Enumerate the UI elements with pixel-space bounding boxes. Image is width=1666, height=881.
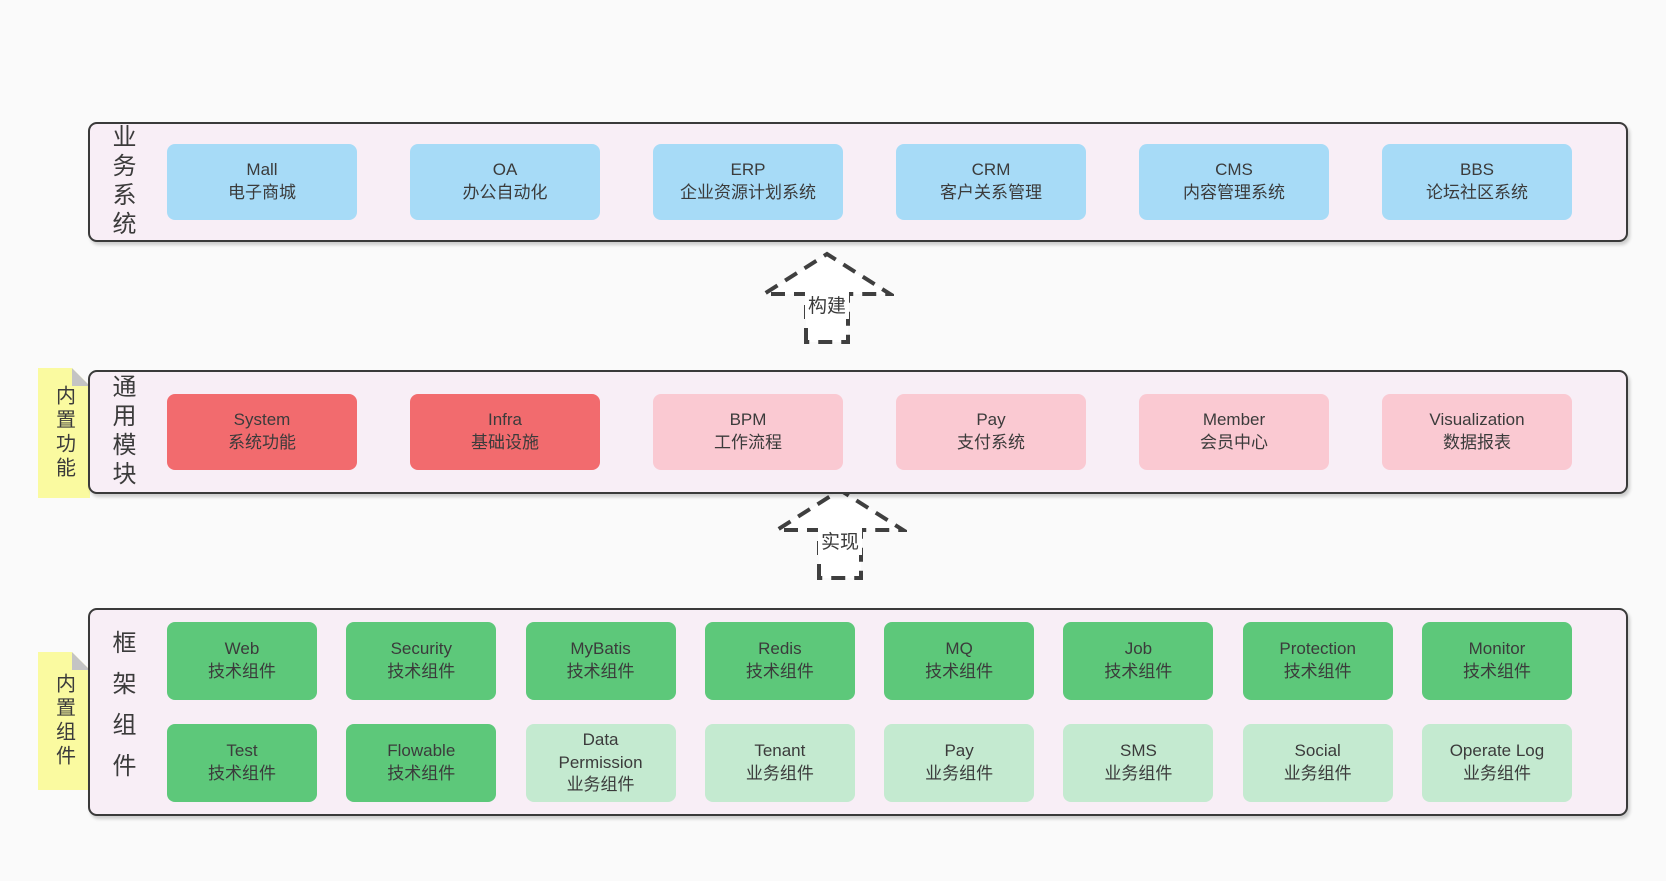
implement-arrow: 实现: [773, 486, 907, 582]
sticky-note-built-in-features: 内置功能: [38, 368, 90, 498]
component-box-system: System 系统功能: [167, 394, 357, 470]
component-box-sms: SMS 业务组件: [1063, 724, 1214, 802]
sticky-note-label: 内置功能: [52, 385, 75, 481]
band-label-common-modules: 通用模块: [108, 374, 135, 490]
component-box-bpm: BPM 工作流程: [653, 394, 843, 470]
band-framework-components: 框架组件 Web 技术组件 Security 技术组件 MyBatis 技术组件…: [88, 608, 1628, 816]
component-box-crm: CRM 客户关系管理: [896, 144, 1086, 220]
component-box-mq: MQ 技术组件: [884, 622, 1035, 700]
component-box-mybatis: MyBatis 技术组件: [525, 622, 676, 700]
box-row: Test 技术组件 Flowable 技术组件 Data Permission …: [167, 724, 1572, 802]
sticky-note-built-in-components: 内置组件: [38, 652, 90, 790]
band-rows: System 系统功能 Infra 基础设施 BPM 工作流程 Pay 支付系统…: [167, 394, 1572, 470]
component-box-erp: ERP 企业资源计划系统: [653, 144, 843, 220]
build-arrow-label: 构建: [804, 290, 850, 319]
box-row: Web 技术组件 Security 技术组件 MyBatis 技术组件 Redi…: [167, 622, 1572, 700]
component-box-social: Social 业务组件: [1242, 724, 1393, 802]
band-rows: Mall 电子商城 OA 办公自动化 ERP 企业资源计划系统 CRM 客户关系…: [167, 144, 1572, 220]
band-label-framework-components: 框架组件: [108, 630, 135, 794]
implement-arrow-label: 实现: [817, 526, 863, 555]
component-box-pay: Pay 支付系统: [896, 394, 1086, 470]
band-rows: Web 技术组件 Security 技术组件 MyBatis 技术组件 Redi…: [167, 622, 1572, 802]
component-box-member: Member 会员中心: [1139, 394, 1329, 470]
component-box-bbs: BBS 论坛社区系统: [1382, 144, 1572, 220]
component-box-mall: Mall 电子商城: [167, 144, 357, 220]
build-arrow: 构建: [760, 250, 894, 346]
box-row: System 系统功能 Infra 基础设施 BPM 工作流程 Pay 支付系统…: [167, 394, 1572, 470]
component-box-protection: Protection 技术组件: [1242, 622, 1393, 700]
component-box-cms: CMS 内容管理系统: [1139, 144, 1329, 220]
component-box-web: Web 技术组件: [167, 622, 317, 700]
component-box-visualization: Visualization 数据报表: [1382, 394, 1572, 470]
component-box-operate-log: Operate Log 业务组件: [1421, 724, 1572, 802]
box-row: Mall 电子商城 OA 办公自动化 ERP 企业资源计划系统 CRM 客户关系…: [167, 144, 1572, 220]
sticky-note-label: 内置组件: [52, 673, 75, 769]
component-box-job: Job 技术组件: [1063, 622, 1214, 700]
component-box-monitor: Monitor 技术组件: [1421, 622, 1572, 700]
component-box-flowable: Flowable 技术组件: [346, 724, 497, 802]
component-box-infra: Infra 基础设施: [410, 394, 600, 470]
component-box-security: Security 技术组件: [346, 622, 497, 700]
band-common-modules: 通用模块 System 系统功能 Infra 基础设施 BPM 工作流程 Pay…: [88, 370, 1628, 494]
component-box-test: Test 技术组件: [167, 724, 317, 802]
component-box-redis: Redis 技术组件: [704, 622, 855, 700]
component-box-tenant: Tenant 业务组件: [704, 724, 855, 802]
component-box-pay: Pay 业务组件: [884, 724, 1035, 802]
band-business-systems: 业务系统 Mall 电子商城 OA 办公自动化 ERP 企业资源计划系统 CRM…: [88, 122, 1628, 242]
component-box-data-permission: Data Permission 业务组件: [525, 724, 676, 802]
band-label-business-systems: 业务系统: [108, 124, 135, 240]
component-box-oa: OA 办公自动化: [410, 144, 600, 220]
